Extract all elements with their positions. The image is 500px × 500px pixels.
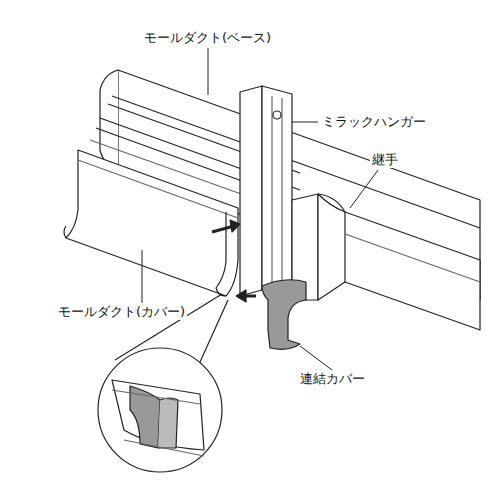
connecting-cover [262,280,306,350]
joint [318,194,480,330]
joint-line [345,234,480,282]
inset-circle [98,348,222,472]
inset-line [112,390,204,456]
leader-line [208,48,209,95]
leader-line [292,122,318,123]
hanger [240,86,262,296]
hanger-hole [273,111,281,119]
part-label: モールダクト(ベース) [142,30,273,46]
leader-line [142,250,143,303]
arrowhead [230,220,240,232]
inset-clip [158,398,178,448]
leader-line [350,170,378,208]
part-label: 継手 [370,152,400,168]
leader-line [300,346,332,370]
arrowhead [236,290,246,302]
cover-duct [66,150,238,296]
part-label: 連結カバー [298,371,367,387]
cover-end [216,212,226,296]
hanger-slot [272,96,282,295]
hanger [262,86,292,298]
part-label: モールダクト(カバー) [56,304,187,320]
base-duct-end [100,70,118,170]
inset-cover [112,380,204,450]
part-label: ミラックハンガー [320,114,428,130]
cover-edge [64,226,66,238]
joint-edge [318,194,345,282]
cover-line [78,160,238,218]
